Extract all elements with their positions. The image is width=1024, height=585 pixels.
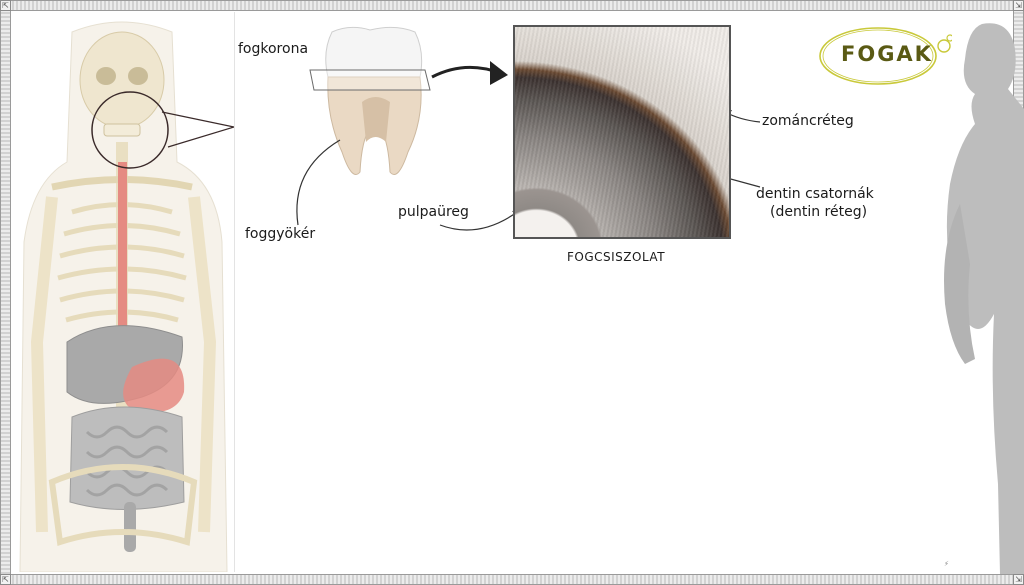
frame-top-border (0, 0, 1024, 11)
skeleton-digestive-illustration (19, 21, 235, 573)
crown-label: fogkorona (238, 41, 309, 57)
zoom-circle-callout (91, 91, 169, 169)
cut-plane-arrow (431, 61, 508, 85)
photo-caption: FOGCSISZOLAT (567, 250, 666, 264)
title-thought-bubble (819, 27, 952, 85)
page-title: FOGAK (841, 42, 933, 66)
tooth-section-micrograph (513, 25, 731, 239)
frame-left-border (0, 11, 11, 574)
root-label: foggyökér (245, 226, 316, 242)
enamel-label: zománcréteg (762, 113, 854, 129)
human-silhouette (944, 23, 1024, 574)
anatomy-panel (12, 12, 235, 573)
molar-tooth-illustration (309, 26, 431, 175)
dentin-label-line2: (dentin réteg) (770, 204, 868, 220)
pulp-label: pulpaüreg (398, 204, 469, 220)
watermark-logo: ⚡ (944, 560, 949, 568)
dentin-label-line1: dentin csatornák (756, 186, 874, 202)
corner-handle-top-left[interactable]: ⇱ (0, 0, 11, 11)
